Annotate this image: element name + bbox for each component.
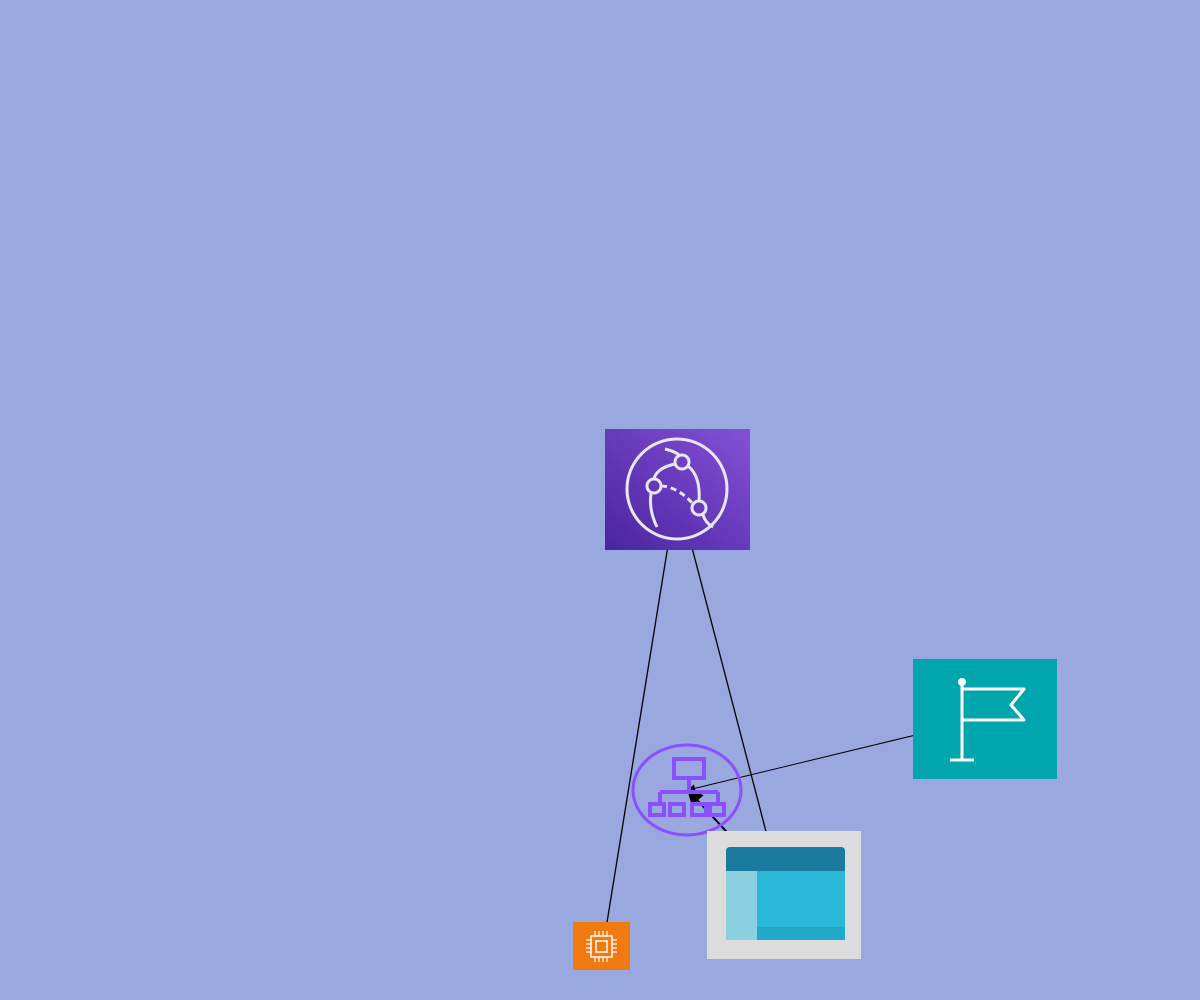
network-hierarchy-icon bbox=[631, 743, 743, 837]
flag-node[interactable] bbox=[913, 659, 1057, 779]
app-window-node[interactable] bbox=[707, 831, 861, 959]
cloudfront-icon bbox=[605, 429, 750, 550]
compute-chip-icon bbox=[573, 922, 630, 970]
app-window-icon bbox=[707, 831, 861, 959]
compute-chip-node[interactable] bbox=[573, 922, 630, 970]
flag-icon bbox=[913, 659, 1057, 779]
cloudfront-node[interactable] bbox=[605, 429, 750, 550]
network-node[interactable] bbox=[630, 742, 744, 838]
edge-cloudfront-chip bbox=[599, 488, 681, 949]
